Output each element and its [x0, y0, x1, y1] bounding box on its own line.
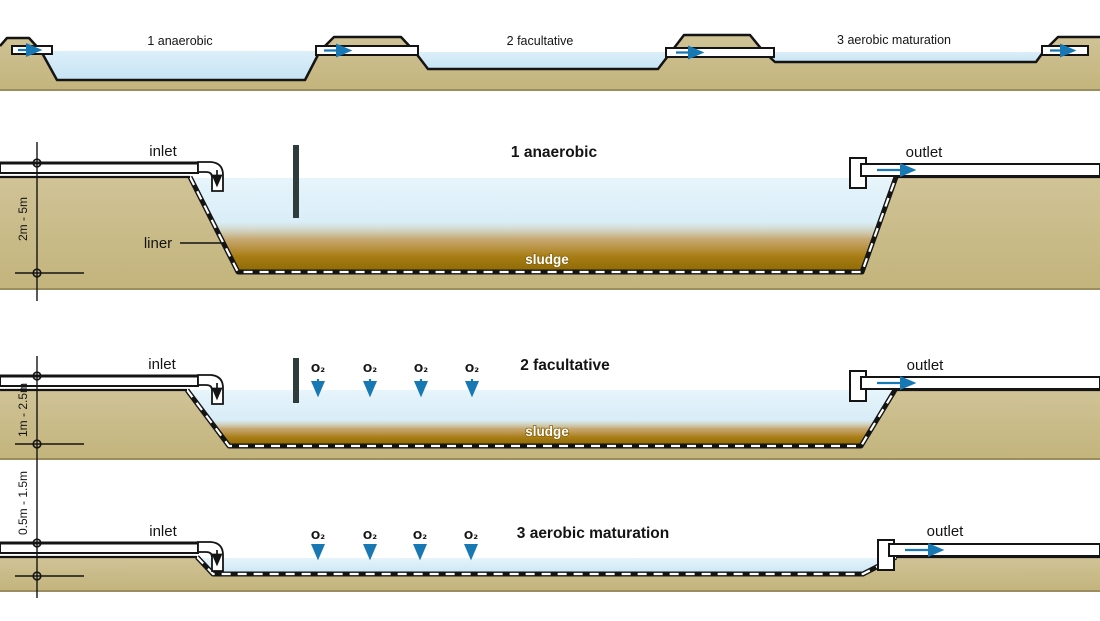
- overview-ground: [0, 35, 1100, 91]
- sludge-label: sludge: [525, 252, 569, 267]
- depth-label-anaerobic: 2m - 5m: [16, 197, 30, 241]
- overview-pond1-water: [42, 51, 319, 79]
- outlet-label: outlet: [907, 357, 945, 374]
- pond-water: [199, 558, 896, 573]
- overview-pond2-label: 2 facultative: [507, 34, 574, 48]
- overview-terrain-outline: [0, 33, 1100, 82]
- oxygen-arrows: O₂ O₂ O₂ O₂: [311, 362, 479, 398]
- overview-pond3-label: 3 aerobic maturation: [837, 33, 951, 47]
- ground: [0, 177, 1100, 290]
- overview-transfer-pipe-1: [315, 45, 419, 56]
- o2-label: O₂: [413, 529, 427, 542]
- dimension-marker: [32, 538, 42, 548]
- outlet-label: outlet: [927, 523, 965, 540]
- oxygen-arrows: O₂ O₂ O₂ O₂: [311, 529, 478, 561]
- dimension-marker: [32, 158, 42, 168]
- dimension-lines: 2m - 5m 1m - 2.5m 0.5m - 1.5m: [15, 142, 84, 598]
- anaerobic-pond-section: inlet 1 anaerobic outlet liner sludge: [0, 143, 1100, 290]
- sludge-label: sludge: [525, 424, 569, 439]
- overview-pond3-water: [764, 52, 1043, 61]
- outlet-pipe: [860, 376, 1100, 390]
- outlet-pipe: [860, 163, 1100, 177]
- section-title: 1 anaerobic: [511, 144, 598, 161]
- o2-label: O₂: [414, 362, 428, 375]
- sludge-layer: [209, 420, 875, 445]
- overview-pond1-label: 1 anaerobic: [147, 34, 212, 48]
- o2-label: O₂: [311, 362, 325, 375]
- scum-baffle: [293, 358, 299, 403]
- overview-cross-section: 1 anaerobic 2 facultative 3 aerobic matu…: [0, 33, 1100, 91]
- overview-transfer-pipe-2: [665, 47, 775, 58]
- liner-label: liner: [144, 235, 172, 252]
- liner-dashed-line: [186, 389, 896, 448]
- inlet-label: inlet: [149, 143, 177, 160]
- dimension-marker: [32, 371, 42, 381]
- liner-dashed-line: [189, 176, 898, 274]
- sludge-layer: [215, 222, 877, 271]
- o2-label: O₂: [464, 529, 478, 542]
- depth-label-facultative: 1m - 2.5m: [16, 383, 30, 437]
- o2-label: O₂: [363, 529, 377, 542]
- scum-baffle: [293, 145, 299, 218]
- o2-label: O₂: [363, 362, 377, 375]
- inlet-label: inlet: [148, 356, 176, 373]
- inlet-label: inlet: [149, 523, 177, 540]
- o2-label: O₂: [311, 529, 325, 542]
- depth-label-maturation: 0.5m - 1.5m: [16, 471, 30, 535]
- facultative-pond-section: O₂ O₂ O₂ O₂ inlet 2 facultative outlet s…: [0, 356, 1100, 460]
- outlet-label: outlet: [906, 144, 944, 161]
- maturation-pond-section: O₂ O₂ O₂ O₂ inlet 3 aerobic maturation o…: [0, 523, 1100, 592]
- o2-label: O₂: [465, 362, 479, 375]
- section-title: 3 aerobic maturation: [517, 525, 669, 542]
- section-title: 2 facultative: [520, 357, 610, 374]
- overview-pond2-water: [416, 52, 670, 68]
